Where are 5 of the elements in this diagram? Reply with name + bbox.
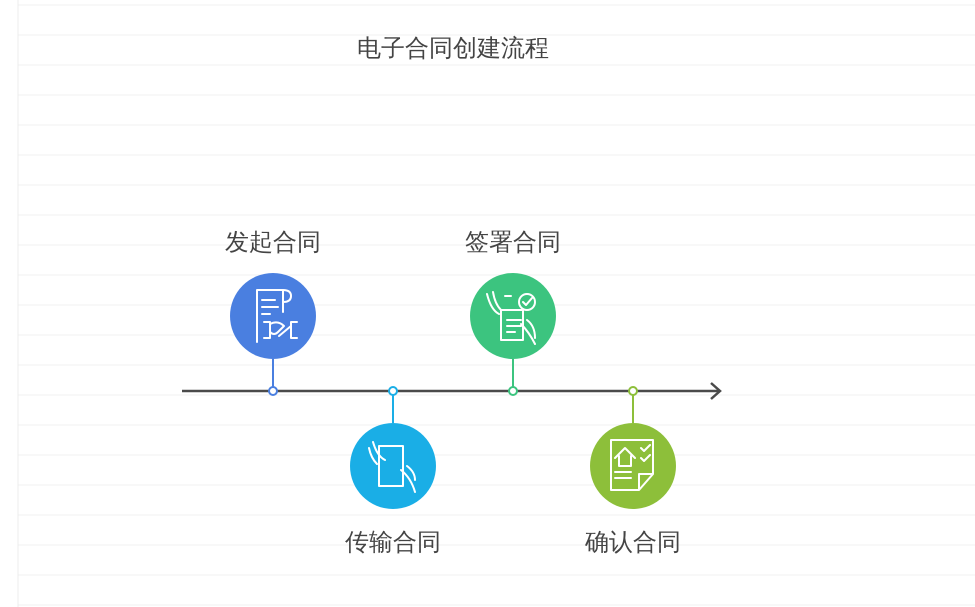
step-label: 发起合同: [225, 227, 321, 258]
step-label: 传输合同: [345, 527, 441, 558]
step-label: 确认合同: [585, 527, 681, 558]
step-label: 签署合同: [465, 227, 561, 258]
title: 电子合同创建流程: [357, 33, 549, 64]
